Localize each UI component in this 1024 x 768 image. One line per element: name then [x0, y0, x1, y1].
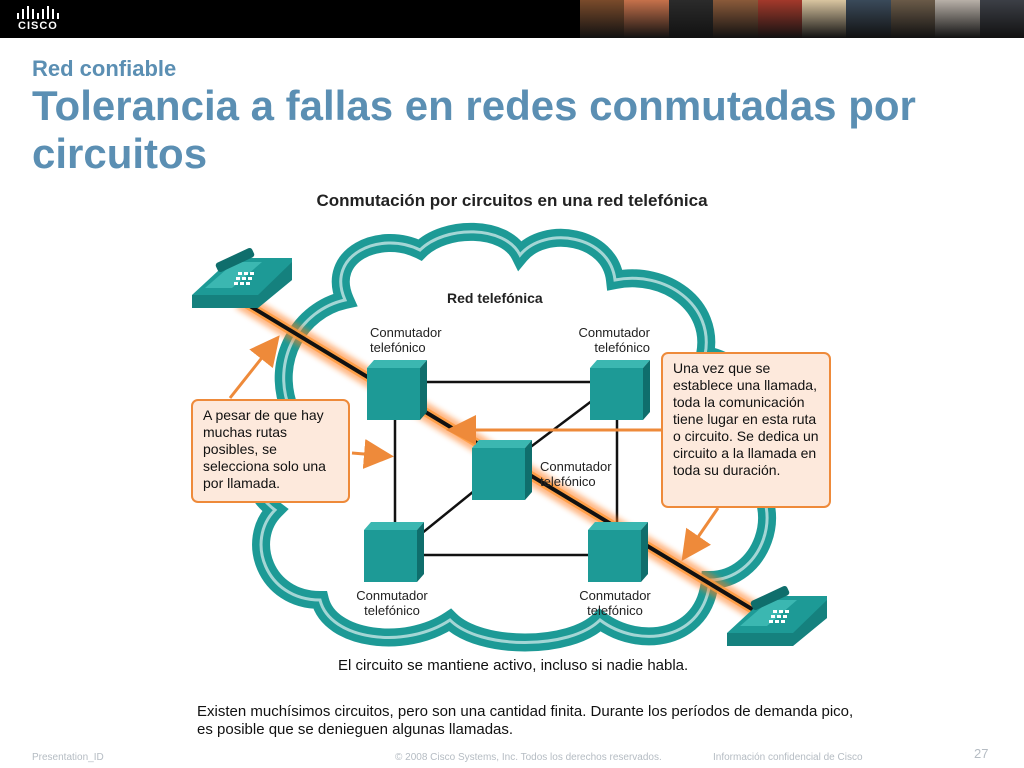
- arrow-to-path-left: [351, 439, 394, 469]
- switch-center: [472, 440, 532, 500]
- slide-subtitle: Red confiable: [32, 56, 177, 81]
- banner-photo: [624, 0, 669, 38]
- copyright-text: © 2008 Cisco Systems, Inc. Todos los der…: [395, 752, 662, 763]
- switch-label: Conmutador: [540, 459, 612, 474]
- arrow-to-path-lower-right: [681, 507, 720, 561]
- right-callout: Una vez que se establece una llamada, to…: [661, 352, 831, 508]
- switch-top-left: [367, 360, 427, 420]
- switch-label: Conmutador: [370, 325, 442, 340]
- banner-photo: [668, 0, 714, 38]
- figure-caption: El circuito se mantiene activo, incluso …: [338, 657, 689, 674]
- banner-photo: [580, 0, 625, 38]
- confidential-text: Información confidencial de Cisco: [713, 752, 863, 763]
- banner-photo: [979, 0, 1024, 38]
- switch-label: telefónico: [540, 474, 596, 489]
- switch-top-right: [590, 360, 650, 420]
- slide-note: Existen muchísimos circuitos, pero son u…: [197, 703, 854, 738]
- cisco-logo: CISCO: [16, 5, 64, 35]
- switch-label: Conmutador: [356, 588, 428, 603]
- switch-bottom-right: [588, 522, 648, 582]
- telephone-icon: [727, 586, 827, 646]
- telephone-icon: [192, 248, 292, 308]
- callout-arrows: [228, 335, 720, 561]
- top-banner: CISCO: [0, 0, 1024, 38]
- cisco-bars-icon: [17, 6, 59, 19]
- slide-title: Tolerancia a fallas en redes conmutadas …: [32, 82, 916, 177]
- switch-label: Conmutador: [579, 588, 651, 603]
- network-label: Red telefónica: [447, 290, 543, 306]
- banner-photo: [935, 0, 980, 38]
- banner-photo: [802, 0, 847, 38]
- banner-photo: [713, 0, 758, 38]
- photo-strip: [580, 0, 1024, 38]
- left-callout: A pesar de que hay muchas rutas posibles…: [191, 399, 350, 503]
- switch-label: telefónico: [594, 340, 650, 355]
- banner-photo: [846, 0, 891, 38]
- switch-label: telefónico: [587, 603, 643, 618]
- logo-wordmark: CISCO: [18, 20, 58, 32]
- arrow-to-path-upper-left: [228, 335, 280, 399]
- banner-photo: [757, 0, 803, 38]
- page-number: 27: [974, 746, 989, 761]
- switch-label: Conmutador: [578, 325, 650, 340]
- switch-label: telefónico: [364, 603, 420, 618]
- banner-photo: [890, 0, 936, 38]
- figure-title: Conmutación por circuitos en una red tel…: [316, 191, 708, 210]
- presentation-id: Presentation_ID: [32, 752, 104, 763]
- switch-bottom-left: [364, 522, 424, 582]
- switch-label: telefónico: [370, 340, 426, 355]
